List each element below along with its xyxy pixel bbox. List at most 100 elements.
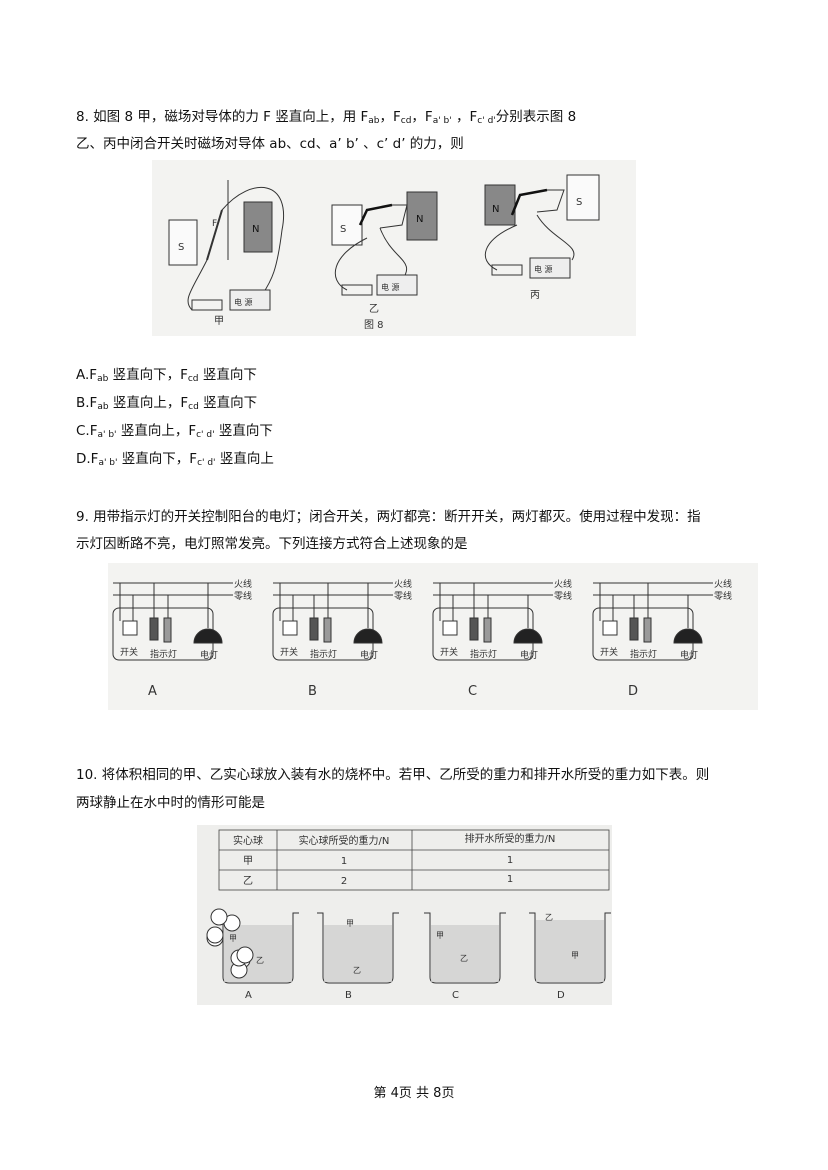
text-label: C [452,990,459,1001]
circuit-b: 火线零线开关指示灯 电灯 B [272,578,412,699]
text-label: 分别表示图 8 [495,109,577,125]
text-label: A.F [76,367,98,383]
text-label: 图 8 [364,319,384,331]
text-label: 竖直向下 [198,367,257,383]
text-label: 电灯 [520,649,538,661]
text-label: 排开水所受的重力/N [465,832,556,845]
text-label: a' b' [97,430,117,440]
text-label: ab [97,374,109,384]
text-label: 8. 如图 8 甲，磁场对导体的力 F 竖直向上，用 F [76,109,369,125]
text-label: A [245,990,252,1001]
text-label: 竖直向上 [215,451,274,467]
text-label: N [492,204,499,215]
text-label: 实心球 [233,834,263,847]
text-label: 火线 [394,578,412,590]
text-label: 零线 [394,590,412,602]
text-label: 甲 [571,951,579,960]
figure-8: S N F 电 源 S N 电 源 N S 电 源 甲 乙 图 8 丙 [152,160,636,336]
text-label: 1 [507,855,513,866]
text-label: 火线 [554,578,572,590]
text-label: 零线 [714,590,732,602]
text-label: 乙 [369,303,379,315]
text-label: ，F [379,109,401,125]
text-label: 竖直向下 [214,423,273,439]
text-label: 竖直向上，F [108,395,189,411]
q10-line1: 10. 将体积相同的甲、乙实心球放入装有水的烧杯中。若甲、乙所受的重力和排开水所… [76,767,710,783]
text-label: 乙 [243,875,253,887]
text-label: 乙 [460,954,468,963]
text-label: 开关 [120,646,138,658]
q8-option-a: A.Fab 竖直向下，Fcd 竖直向下 [76,363,257,384]
text-label: 乙 [256,956,264,965]
text-label: N [252,224,259,235]
text-label: a' b' [432,116,452,126]
text-label: ab [368,116,380,126]
text-label: cd [400,116,412,126]
text-label: N [416,214,423,225]
text-label: A [148,684,157,699]
text-label: B [308,684,317,699]
text-label: B [345,990,352,1001]
text-label: 零线 [554,590,572,602]
text-label: 竖直向下，F [108,367,188,383]
text-label: ，F [451,109,478,125]
q8-line1: 8. 如图 8 甲，磁场对导体的力 F 竖直向上，用 Fab，Fcd，Fa' b… [76,105,576,126]
circuit-c: 火线零线开关指示灯 电灯 C [432,578,572,699]
text-label: 丙 [530,290,540,301]
circuit-d: 火线零线开关指示灯 电灯 D [592,578,732,699]
text-label: 1 [341,856,347,867]
text-label: 竖直向下，F [117,451,198,467]
q9-line2: 示灯因断路不亮，电灯照常发亮。下列连接方式符合上述现象的是 [76,536,468,552]
text-label: a' b' [98,458,118,468]
text-label: 电灯 [680,649,698,661]
text-label: cd [188,402,199,412]
text-label: C [468,684,477,699]
text-label: 甲 [229,934,237,943]
text-label: B.F [76,395,98,411]
text-label: 开关 [280,646,298,658]
text-label: 指示灯 [470,648,497,660]
text-label: 指示灯 [150,648,177,660]
text-label: F [212,219,217,229]
text-label: 实心球所受的重力/N [299,834,390,847]
figure-10: 实心球 实心球所受的重力/N 排开水所受的重力/N 甲 1 1 乙 2 1 甲乙… [197,825,612,1005]
text-label: 电灯 [360,649,378,661]
text-label: 指示灯 [630,648,657,660]
text-label: 指示灯 [310,648,337,660]
q10-line2: 两球静止在水中时的情形可能是 [76,795,265,811]
text-label: c' d' [477,116,496,126]
text-label: 开关 [600,646,618,658]
text-label: 零线 [234,590,252,602]
text-label: 火线 [234,578,252,590]
text-label: S [576,197,582,208]
page-footer: 第 4页 共 8页 [373,1086,455,1101]
q8-line2: 乙、丙中闭合开关时磁场对导体 ab、cd、a’ b’ 、c’ d’ 的力，则 [76,136,464,152]
text-label: c' d' [197,458,216,468]
text-label: c' d' [196,430,215,440]
text-label: 甲 [214,316,224,327]
text-label: D.F [76,451,99,467]
text-label: C.F [76,423,98,439]
beaker-b: 甲乙 B [223,912,399,1001]
text-label: ab [97,402,109,412]
q8-option-d: D.Fa' b' 竖直向下，Fc' d' 竖直向上 [76,447,274,468]
text-label: 火线 [714,578,732,590]
text-label: S [340,224,346,235]
text-label: 1 [507,874,513,885]
text-label: 2 [341,876,347,887]
text-label: D [628,684,638,699]
text-label: S [178,242,184,253]
text-label: ，F [411,109,433,125]
text-label: cd [187,374,199,384]
text-label: 竖直向下 [198,395,258,411]
text-label: 开关 [440,646,458,658]
text-label: 甲 [436,931,444,940]
text-label: 电灯 [200,649,218,661]
text-label: D [557,990,565,1001]
text-label: 乙 [353,966,361,975]
text-label: 竖直向上，F [116,423,197,439]
text-label: 甲 [243,856,253,867]
beaker-c: 甲乙 C [206,912,506,1001]
